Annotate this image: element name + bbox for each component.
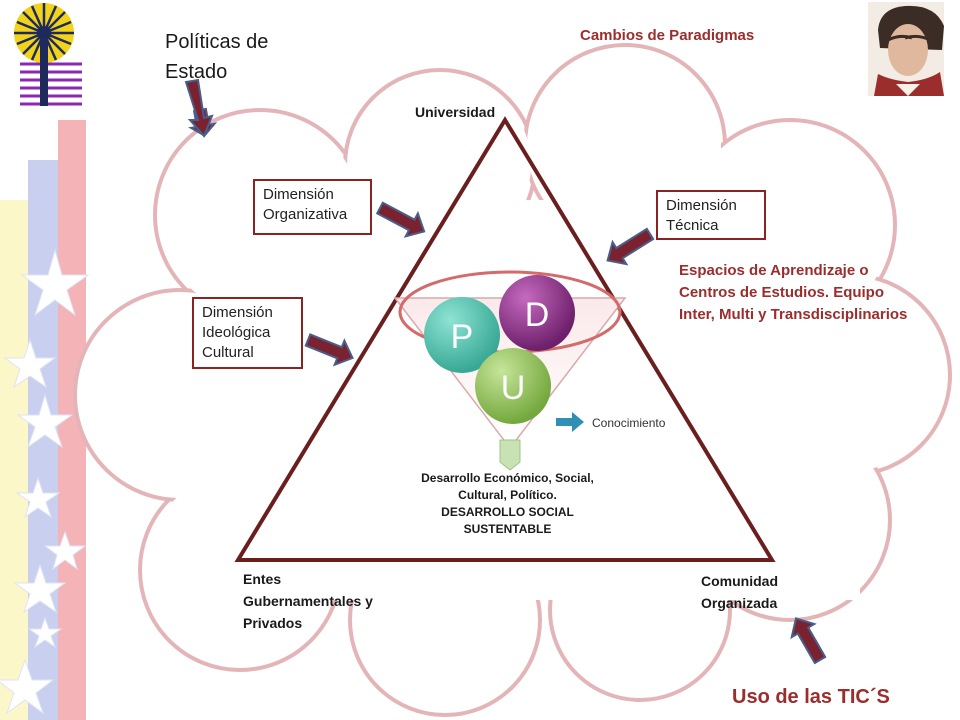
- dimension-ideological-box: Dimensión Ideológica Cultural: [192, 297, 303, 369]
- bolivar-portrait-icon: [868, 2, 944, 96]
- university-emblem-icon: [14, 3, 82, 106]
- sphere-u-letter: U: [501, 369, 526, 407]
- sphere-d-letter: D: [525, 296, 550, 334]
- paradigm-label: Cambios de Paradigmas: [580, 27, 755, 44]
- policy-arrow-shape: [184, 78, 214, 138]
- ideological-arrow: [304, 333, 354, 367]
- sphere-u: U: [475, 348, 551, 424]
- dimension-organizational-box: Dimensión Organizativa: [253, 179, 372, 235]
- development-text: Desarrollo Económico, Social, Cultural, …: [421, 471, 594, 536]
- diagram-triangle: [234, 116, 776, 562]
- vertex-bottom-left-label: Entes Gubernamentales y Privados: [243, 571, 373, 631]
- vertex-top-label: Universidad: [415, 104, 496, 120]
- sphere-d: D: [499, 275, 575, 351]
- tic-arrow: [790, 617, 827, 665]
- organizational-arrow: [375, 201, 426, 238]
- dimension-technical-box: Dimensión Técnica: [656, 190, 766, 240]
- technical-arrow: [606, 227, 655, 266]
- tic-label: Uso de las TIC´S: [732, 686, 890, 708]
- knowledge-arrow: [556, 412, 584, 432]
- vertex-bottom-right-label: Comunidad Organizada: [701, 573, 778, 611]
- knowledge-label: Conocimiento: [592, 416, 666, 430]
- learning-spaces-text: Espacios de Aprendizaje o Centros de Est…: [679, 262, 908, 323]
- policy-label: Políticas de Estado: [165, 31, 269, 83]
- sphere-p-letter: P: [451, 318, 474, 356]
- sphere-p: P: [424, 297, 500, 373]
